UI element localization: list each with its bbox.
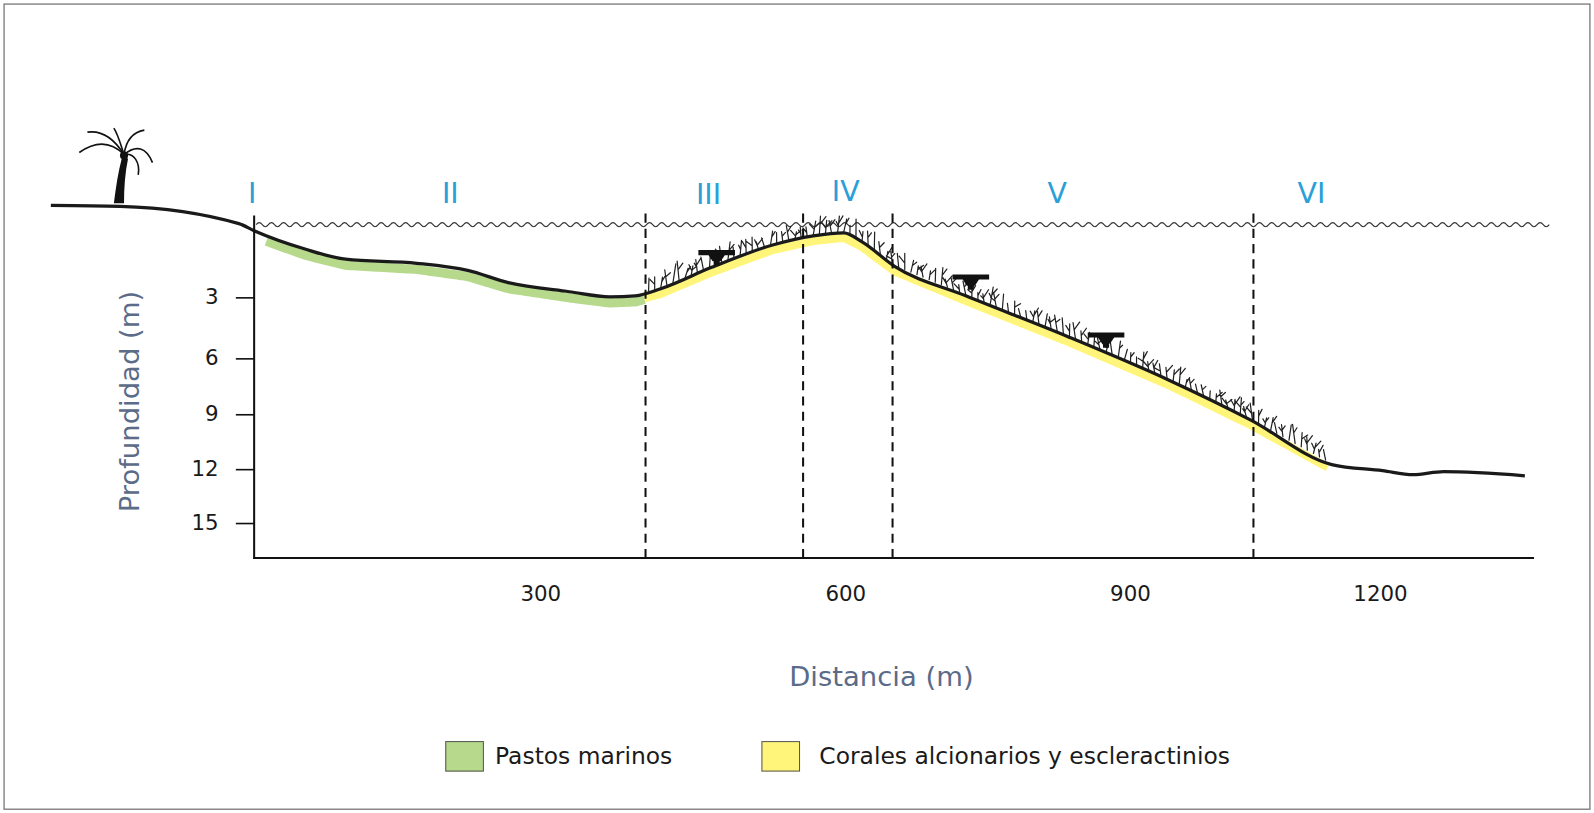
coral-band	[645, 238, 1328, 468]
tick-label: 1200	[1353, 584, 1407, 605]
legend-text: Corales alcionarios y escleractinios	[819, 745, 1230, 768]
zone-label: V	[1048, 180, 1067, 208]
tick-label: 12	[191, 459, 218, 480]
y-tick	[236, 358, 254, 360]
axes	[236, 216, 1534, 560]
wave-line	[256, 223, 1549, 227]
y-tick	[236, 414, 254, 416]
tick-label: 900	[1110, 584, 1151, 605]
zone-divider	[802, 213, 804, 557]
y-tick	[236, 469, 254, 471]
tick-label: 600	[825, 584, 866, 605]
palm-trunk	[114, 158, 128, 204]
y-axis	[253, 216, 255, 560]
palm-frond	[124, 149, 152, 163]
frame	[4, 4, 1590, 809]
marker-symbol	[1088, 332, 1125, 347]
palm-frond	[87, 132, 124, 155]
zone-label: II	[442, 180, 459, 208]
axis-title: Distancia (m)	[789, 662, 973, 689]
tick-label: 9	[205, 404, 219, 425]
legend-text: Pastos marinos	[495, 745, 672, 768]
zone-divider	[1252, 213, 1254, 557]
zone-label: III	[696, 181, 721, 209]
palm-frond	[124, 130, 144, 154]
zone-label: I	[248, 180, 256, 208]
axis-title: Profundidad (m)	[115, 291, 142, 513]
zone-divider	[892, 213, 894, 557]
palm-frond	[114, 128, 124, 154]
tick-label: 6	[205, 348, 219, 369]
tick-label: 15	[191, 513, 218, 534]
substrate-bands	[266, 238, 1327, 468]
legend-swatch	[761, 741, 800, 771]
marker-symbol	[953, 274, 990, 289]
palm-tree	[79, 128, 152, 203]
x-axis	[253, 557, 1534, 559]
seabed-line	[51, 205, 1525, 475]
zone-label: IV	[832, 178, 860, 206]
marker-symbol	[698, 250, 735, 265]
zone-label: VI	[1297, 180, 1325, 208]
palm-coconut	[120, 151, 128, 159]
y-tick	[236, 297, 254, 299]
seabed-profile	[51, 205, 1525, 475]
zone-dividers	[646, 213, 1254, 557]
tick-label: 300	[520, 584, 561, 605]
y-tick	[236, 523, 254, 525]
water-surface	[256, 223, 1549, 227]
zone-divider	[645, 213, 647, 557]
marker-symbols	[698, 250, 1124, 348]
legend-swatch	[445, 741, 484, 771]
tick-label: 3	[205, 287, 219, 308]
